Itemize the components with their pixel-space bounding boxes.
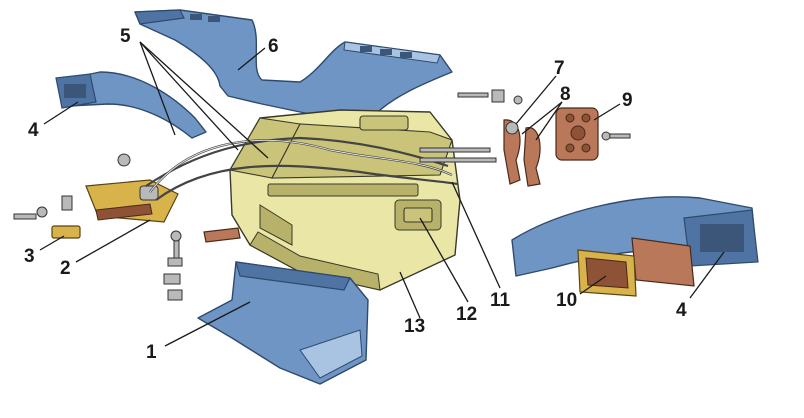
leader-lines: [39, 41, 725, 347]
air-nozzle-part: [577, 237, 695, 297]
control-cables-part: [145, 136, 459, 201]
callout-4-left: 4: [28, 120, 39, 141]
callout-11: 11: [490, 290, 511, 311]
fastener-parts: [163, 227, 241, 301]
callout-13: 13: [404, 316, 425, 337]
control-lever-bracket-part: [13, 153, 179, 239]
heater-housing-part: [229, 109, 461, 291]
callout-2: 2: [60, 258, 71, 279]
callout-5: 5: [120, 26, 131, 47]
callout-9: 9: [622, 90, 633, 111]
callout-3: 3: [24, 246, 35, 267]
right-side-duct-part: [511, 196, 759, 277]
callout-1: 1: [146, 342, 157, 363]
callout-8: 8: [560, 84, 571, 105]
callout-4-right: 4: [676, 300, 687, 321]
lower-air-duct-part: [197, 261, 369, 385]
flap-lever-parts: [419, 89, 631, 187]
callout-6: 6: [268, 36, 279, 57]
callout-12: 12: [456, 304, 477, 325]
upper-air-duct-part: [134, 9, 453, 127]
callout-10: 10: [556, 290, 577, 311]
callout-labels: 1 2 3 4 4 5 6 7 8 9 10 11 12 13: [24, 26, 687, 363]
callout-7: 7: [554, 58, 565, 79]
